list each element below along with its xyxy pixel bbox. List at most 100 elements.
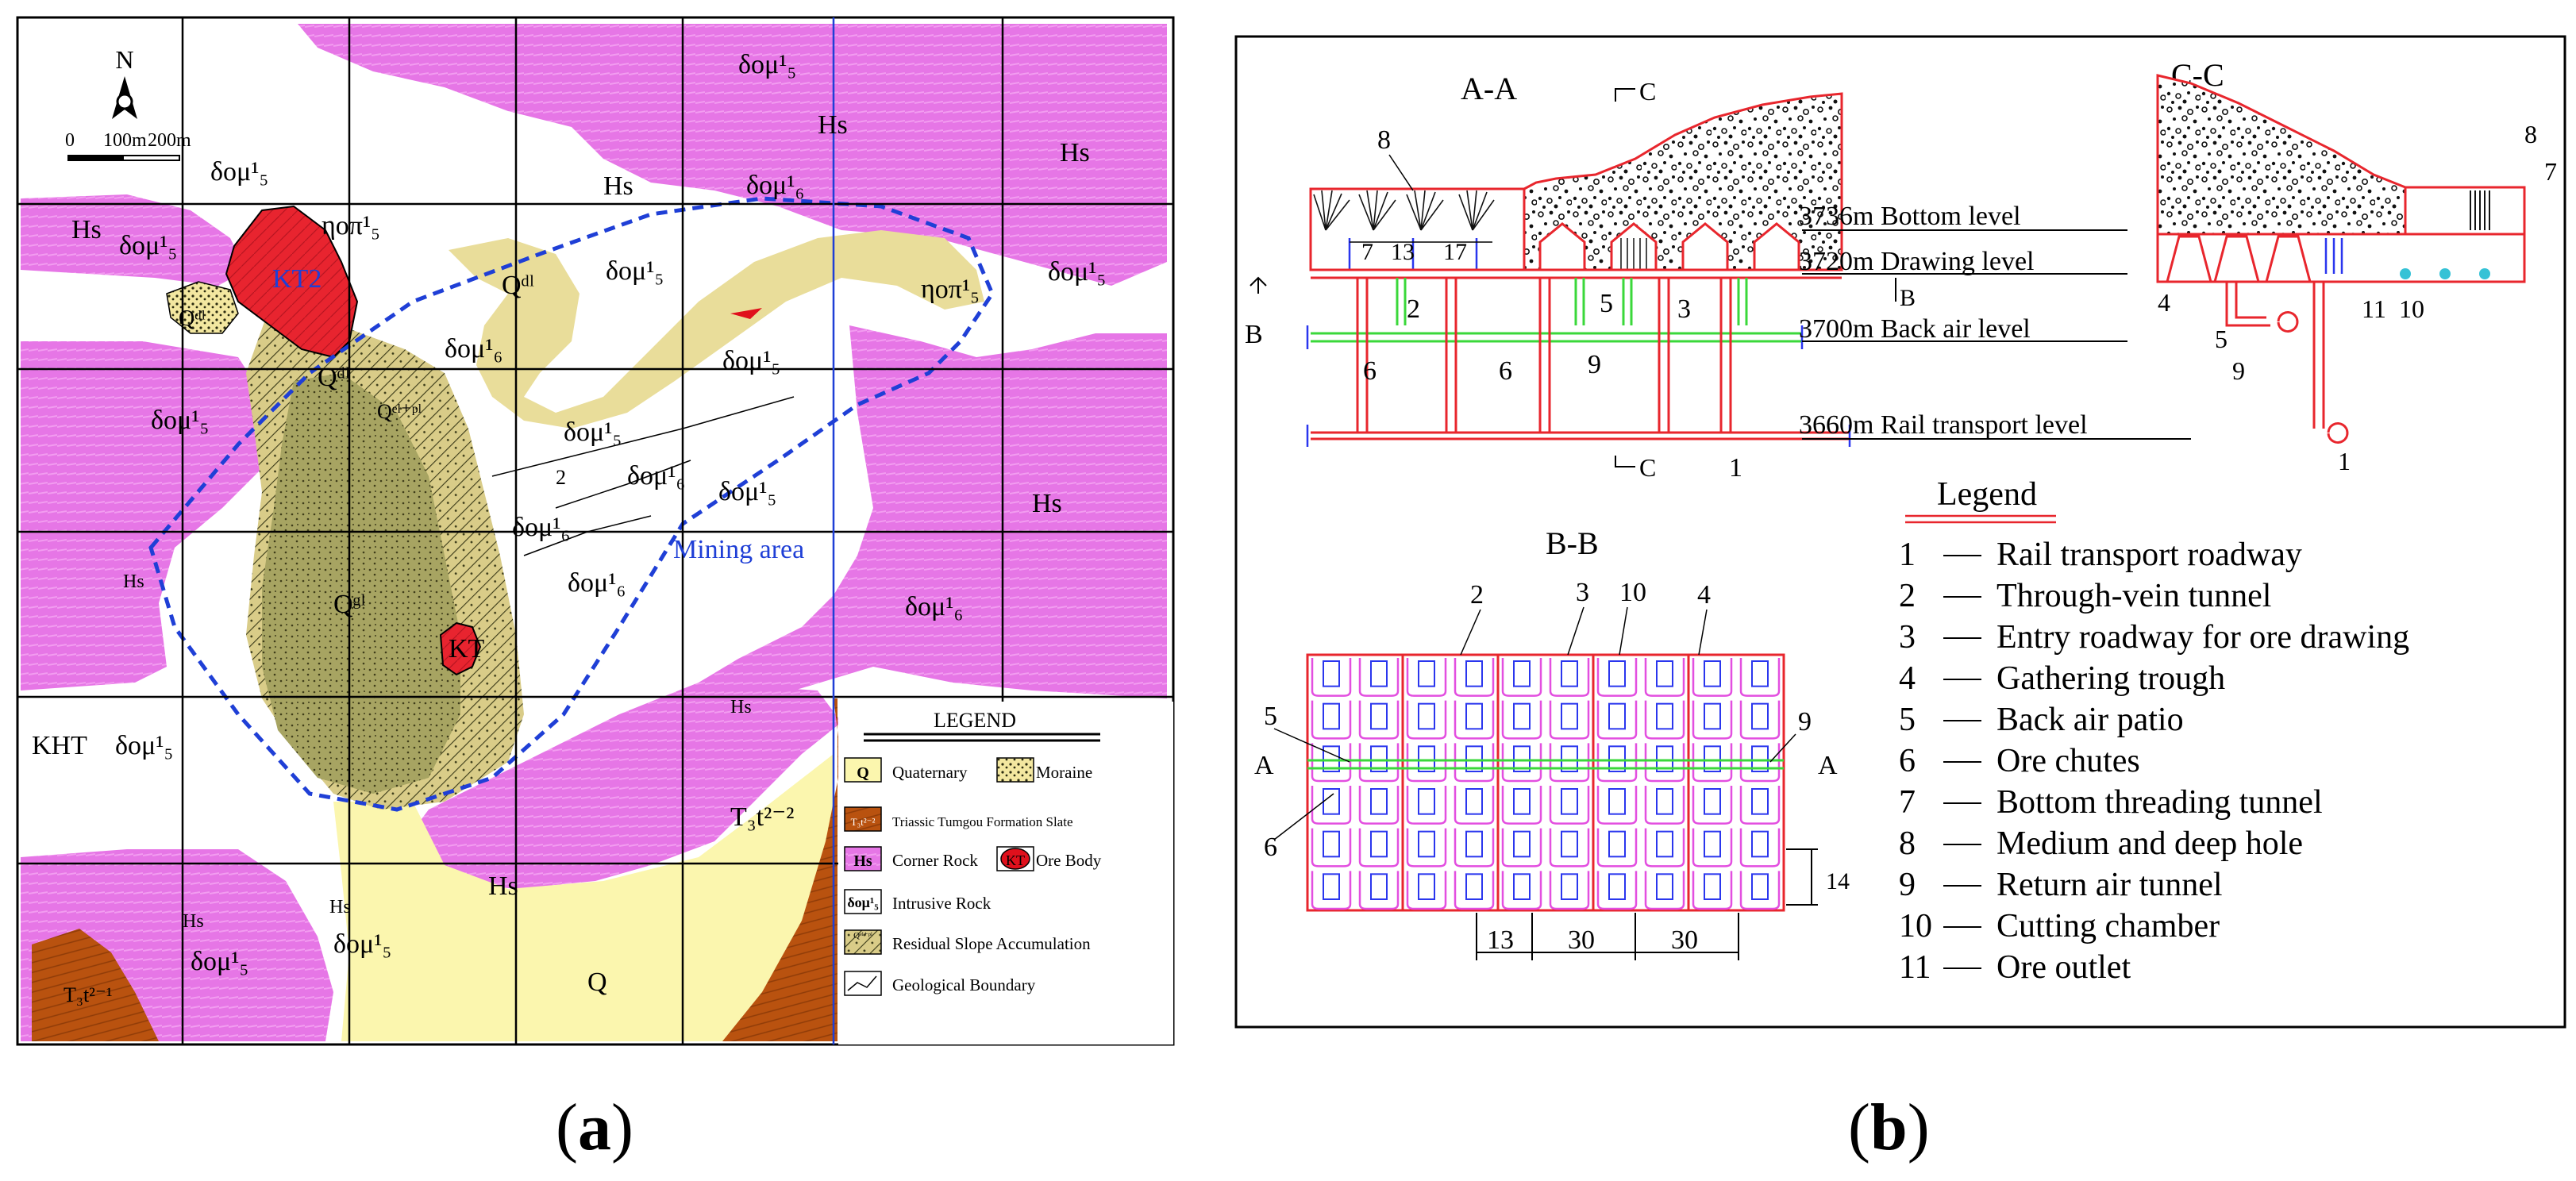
aa-fan-holes <box>1313 190 1495 231</box>
bb-trough-outline <box>1454 786 1495 825</box>
bb-cutting-chamber <box>1751 660 1769 687</box>
label-hs-3: Hs <box>603 171 633 201</box>
scale-end: 200m <box>148 130 191 151</box>
label-do16-3: δομ¹₆ <box>627 461 685 490</box>
aa-callouts: 8 2 5 3 6 9 6 1 <box>1363 125 1742 483</box>
label-do15-11: δομ¹₅ <box>333 929 391 959</box>
bb-trough-outline <box>1644 658 1685 697</box>
svg-text:14: 14 <box>1826 868 1850 894</box>
svg-text:9: 9 <box>1798 707 1812 737</box>
bb-cutting-chamber <box>1656 830 1673 858</box>
bb-cutting-chamber <box>1323 745 1340 772</box>
aa-cut-lines <box>1620 238 1647 270</box>
svg-text:Q: Q <box>857 764 869 782</box>
label-qelpl: Qᵉˡ⁺ᵖˡ <box>377 400 422 423</box>
svg-text:13: 13 <box>1391 239 1415 265</box>
bb-trough-outline <box>1549 786 1590 825</box>
bb-cutting-chamber <box>1704 788 1721 815</box>
slate-region-sw <box>32 929 159 1041</box>
legend-item-label: Return air tunnel <box>1996 867 2223 903</box>
label-hs-2: Hs <box>1060 138 1090 167</box>
legend-item-label: Back air patio <box>1996 702 2184 738</box>
label-kht: KHT <box>32 731 87 760</box>
legend-item-number: 1 <box>1899 537 1916 573</box>
bb-trough-outline <box>1406 828 1447 867</box>
bb-cutting-chamber <box>1513 702 1531 730</box>
cc-callouts: 8 7 4 11 10 5 9 1 <box>2158 120 2557 475</box>
captions: (a) (b) <box>556 1091 1930 1164</box>
bb-cutting-chamber <box>1704 873 1721 901</box>
svg-text:Ore Body: Ore Body <box>1036 851 1102 870</box>
bb-trough-outline <box>1311 658 1352 697</box>
svg-text:C: C <box>1639 77 1656 106</box>
residual-slope-band <box>449 230 984 429</box>
label-qdl-2: Qᵈˡ <box>318 363 350 392</box>
label-hs-5: Hs <box>1032 489 1062 518</box>
svg-text:A: A <box>1818 751 1838 780</box>
bb-trough-outline <box>1454 743 1495 783</box>
bb-trough-outline <box>1454 871 1495 910</box>
svg-text:1: 1 <box>1729 453 1742 483</box>
svg-text:17: 17 <box>1443 239 1467 265</box>
svg-text:5: 5 <box>1600 289 1613 318</box>
section-bb-title: B-B <box>1546 525 1599 561</box>
scale-mid: 100m <box>103 130 147 151</box>
bb-trough-outline <box>1406 700 1447 740</box>
label-do15-6: δομ¹₅ <box>722 346 780 375</box>
svg-text:B: B <box>1900 285 1916 311</box>
legend-item-number: 6 <box>1899 743 1916 779</box>
svg-text:Quaternary: Quaternary <box>892 763 968 782</box>
bb-trough-outline <box>1644 700 1685 740</box>
legend-item-number: 9 <box>1899 867 1916 903</box>
bb-trough-outline <box>1644 828 1685 867</box>
bb-trough-outline <box>1692 658 1733 697</box>
svg-text:Residual Slope Accumulation: Residual Slope Accumulation <box>892 934 1091 953</box>
map-legend-row-corner: Hs Corner Rock KT Ore Body <box>844 846 1102 871</box>
cc-shafts <box>2225 282 2349 444</box>
bb-trough-outline <box>1501 658 1542 697</box>
svg-text:B: B <box>1245 320 1263 349</box>
bb-trough-outline <box>1549 828 1590 867</box>
label-t3b: T₃t²⁻¹ <box>64 983 112 1006</box>
label-hs-10: Hs <box>183 911 204 932</box>
north-letter: N <box>115 45 133 74</box>
map-grid <box>17 17 1173 1044</box>
bb-trough-outline <box>1358 700 1400 740</box>
label-do16-2: δομ¹₆ <box>445 334 502 364</box>
bb-cutting-chamber <box>1370 660 1388 687</box>
level-rail: 3660m Rail transport level <box>1799 410 2088 440</box>
svg-text:Moraine: Moraine <box>1036 763 1092 782</box>
bb-cutting-chamber <box>1561 873 1578 901</box>
cc-outlets <box>2324 238 2343 274</box>
bb-cutting-chamber <box>1513 830 1531 858</box>
section-bb: B-B 2 3 10 4 5 6 9 A A <box>1254 525 1850 960</box>
bb-trough-outline <box>1311 871 1352 910</box>
panel-a-map: N 0 100m 200m δομ¹₅ Hs Hs δομ¹₅ Hs δομ¹₆… <box>16 16 1175 1046</box>
bb-cutting-chamber <box>1513 745 1531 772</box>
bb-trough-outline <box>1692 700 1733 740</box>
bb-trough-outline <box>1454 700 1495 740</box>
bb-trough-outline <box>1501 743 1542 783</box>
panel-b-scheme: A-A <box>1234 35 2566 1029</box>
label-do15-9: δομ¹₅ <box>718 477 776 506</box>
bb-cutting-chamber <box>1323 702 1340 730</box>
svg-text:A: A <box>1254 751 1274 780</box>
label-do15-8: δομ¹₅ <box>564 417 622 447</box>
bb-trough-outline <box>1549 700 1590 740</box>
bb-trough-outline <box>1358 871 1400 910</box>
bb-trough-outline <box>1692 871 1733 910</box>
legend-item-label: Rail transport roadway <box>1996 537 2302 573</box>
label-do15-1: δομ¹₅ <box>738 50 796 79</box>
bb-cutting-chamber <box>1608 745 1626 772</box>
hs-region-northwest <box>21 194 246 286</box>
svg-text:9: 9 <box>1588 350 1601 379</box>
bb-cutting-chamber <box>1418 702 1435 730</box>
legend-item-number: 2 <box>1899 578 1916 614</box>
legend-item-number: 10 <box>1899 908 1932 944</box>
bb-trough-outline <box>1596 871 1638 910</box>
scale-bar: 0 100m 200m <box>65 130 191 161</box>
legend-item-label: Gathering trough <box>1996 660 2225 697</box>
svg-text:2: 2 <box>1407 294 1420 324</box>
